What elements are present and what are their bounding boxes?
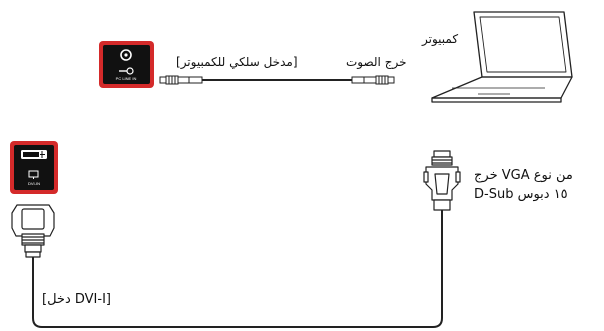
- audio-in-icon: [119, 67, 134, 75]
- pc-line-in-label: PC LINE IN: [116, 76, 137, 81]
- computer-label: كمبيوتر: [422, 32, 459, 46]
- dvi-in-panel: DVI-IN: [10, 141, 58, 194]
- monitor-icon: [28, 170, 39, 179]
- pc-audio-in-label: [مدخل سلكي للكمبيوتر]: [176, 55, 298, 69]
- audio-out-label: خرج الصوت: [346, 55, 407, 69]
- dvi-in-label: DVI-IN: [28, 181, 40, 186]
- laptop-icon: [431, 11, 573, 103]
- vga-out-label-line2: D-Sub ١٥ دبوس: [474, 187, 568, 202]
- vga-dvi-cable: [32, 210, 443, 328]
- audio-jack-icon: [351, 75, 395, 85]
- audio-cable: [159, 75, 395, 85]
- dvi-port-icon: [21, 150, 47, 159]
- dvi-connector-icon: [11, 204, 55, 258]
- audio-jack-icon: [159, 75, 203, 85]
- vga-out-label-line1: خرج VGA من نوع: [474, 168, 573, 183]
- pc-line-in-panel: PC LINE IN: [99, 41, 154, 88]
- vga-connector-icon: [423, 150, 461, 211]
- dvi-in-cable-label: [دخل DVI-I]: [42, 292, 111, 307]
